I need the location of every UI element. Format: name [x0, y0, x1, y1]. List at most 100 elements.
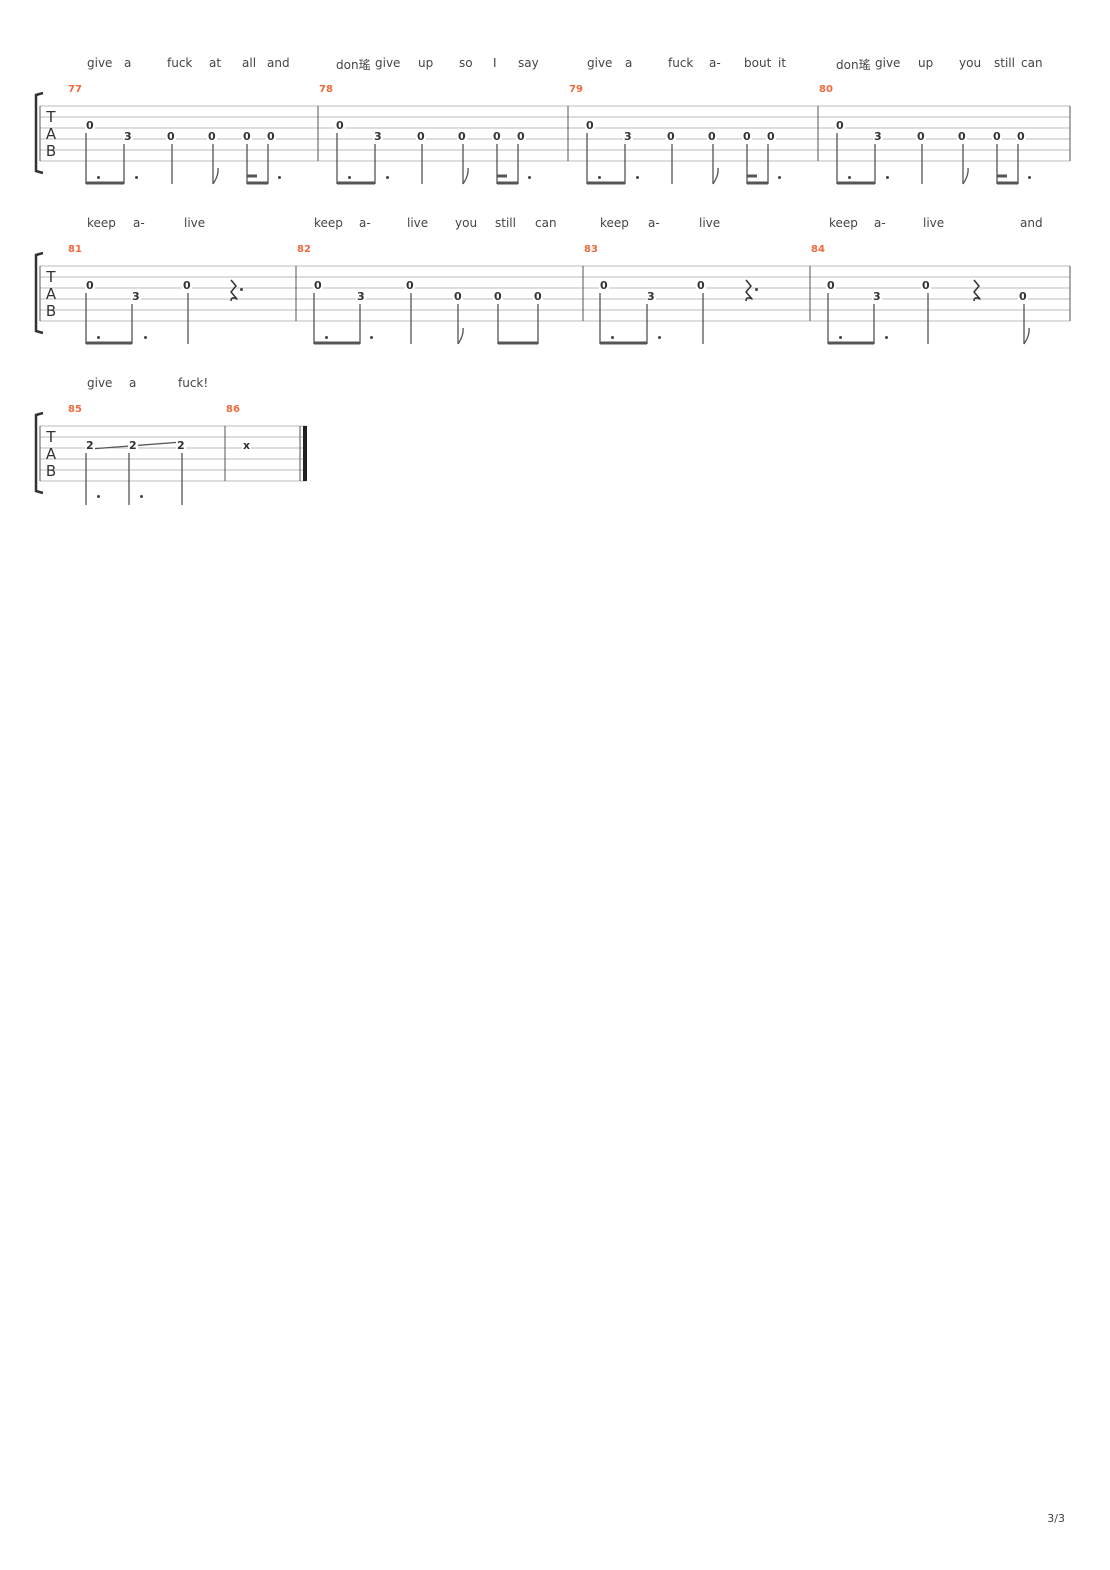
tab-clef-b: B	[46, 142, 56, 160]
tab-clef-a: A	[46, 445, 57, 463]
dot	[97, 495, 100, 498]
measure-number: 81	[68, 244, 82, 255]
lyric: you	[455, 216, 478, 230]
fret-number: 0	[516, 130, 526, 143]
lyric: keep	[600, 216, 629, 230]
measure-number: 84	[811, 244, 825, 255]
dot	[658, 336, 661, 339]
lyric: can	[535, 216, 557, 230]
dot	[386, 176, 389, 179]
dot	[135, 176, 138, 179]
fret-number: 0	[1016, 130, 1026, 143]
fret-number: 2	[128, 439, 138, 452]
fret-number: 0	[166, 130, 176, 143]
tab-clef-a: A	[46, 285, 57, 303]
fret-number: 0	[85, 279, 95, 292]
fret-number: 0	[835, 119, 845, 132]
lyric: still	[495, 216, 516, 230]
tab-staff-3: T A B	[34, 411, 307, 505]
rest-icon	[745, 279, 753, 302]
dot	[278, 176, 281, 179]
fret-number: 0	[533, 290, 543, 303]
fret-number: 0	[416, 130, 426, 143]
tab-clef-t: T	[45, 428, 56, 446]
lyric: don瑤	[336, 58, 371, 72]
lyric: a-	[359, 216, 371, 230]
lyric: give	[875, 56, 901, 70]
fret-number: 0	[599, 279, 609, 292]
dot	[144, 336, 147, 339]
dot	[528, 176, 531, 179]
lyric: a	[129, 376, 137, 390]
rest-icon	[973, 279, 981, 302]
lyric: give	[587, 56, 613, 70]
dot	[848, 176, 851, 179]
measure-number: 82	[297, 244, 311, 255]
measure-number: 80	[819, 84, 833, 95]
lyric: don瑤	[836, 58, 871, 72]
fret-number: 0	[585, 119, 595, 132]
lyric: can	[1021, 56, 1043, 70]
fret-number: 0	[266, 130, 276, 143]
fret-number: 0	[492, 130, 502, 143]
fret-number: 3	[646, 290, 656, 303]
tab-clef-a: A	[46, 125, 57, 143]
dot	[370, 336, 373, 339]
fret-number: 0	[742, 130, 752, 143]
lyric: bout	[744, 56, 772, 70]
dot	[325, 336, 328, 339]
lyric: all	[242, 56, 257, 70]
tab-clef-b: B	[46, 302, 56, 320]
dot	[611, 336, 614, 339]
lyric: it	[778, 56, 787, 70]
measure-number: 78	[319, 84, 333, 95]
lyric: keep	[87, 216, 116, 230]
fret-number: 3	[356, 290, 366, 303]
lyric: keep	[829, 216, 858, 230]
lyric: a-	[874, 216, 886, 230]
fret-number: 0	[457, 130, 467, 143]
dot	[140, 495, 143, 498]
lyric: so	[459, 56, 473, 70]
fret-number: 0	[992, 130, 1002, 143]
fret-number: 3	[872, 290, 882, 303]
lyric: give	[87, 376, 113, 390]
lyric: and	[267, 56, 290, 70]
fret-number: 0	[335, 119, 345, 132]
lyric: you	[959, 56, 982, 70]
lyric: fuck	[167, 56, 193, 70]
rest-icon	[230, 279, 238, 302]
lyric: a-	[133, 216, 145, 230]
dot	[839, 336, 842, 339]
lyric: live	[407, 216, 429, 230]
fret-number: 0	[207, 130, 217, 143]
fret-number: 0	[707, 130, 717, 143]
dot	[1028, 176, 1031, 179]
dot	[886, 176, 889, 179]
lyric: live	[184, 216, 206, 230]
lyric: up	[918, 56, 934, 70]
measure-number: 85	[68, 404, 82, 415]
fret-number: 0	[313, 279, 323, 292]
fret-number: 0	[182, 279, 192, 292]
tab-clef-t: T	[45, 268, 56, 286]
fret-number: 0	[921, 279, 931, 292]
lyric: give	[375, 56, 401, 70]
fret-number: 2	[85, 439, 95, 452]
dot	[755, 288, 758, 291]
lyric: give	[87, 56, 113, 70]
lyric: fuck	[668, 56, 694, 70]
fret-number: 3	[623, 130, 633, 143]
fret-number: 0	[453, 290, 463, 303]
lyric: keep	[314, 216, 343, 230]
dead-note: x	[242, 439, 252, 452]
dot	[885, 336, 888, 339]
fret-number: 0	[766, 130, 776, 143]
lyric: a-	[709, 56, 721, 70]
fret-number: 3	[373, 130, 383, 143]
lyric: and	[1020, 216, 1043, 230]
fret-number: 0	[405, 279, 415, 292]
dot	[636, 176, 639, 179]
lyric: live	[699, 216, 721, 230]
page-number: 3/3	[1047, 1512, 1065, 1525]
